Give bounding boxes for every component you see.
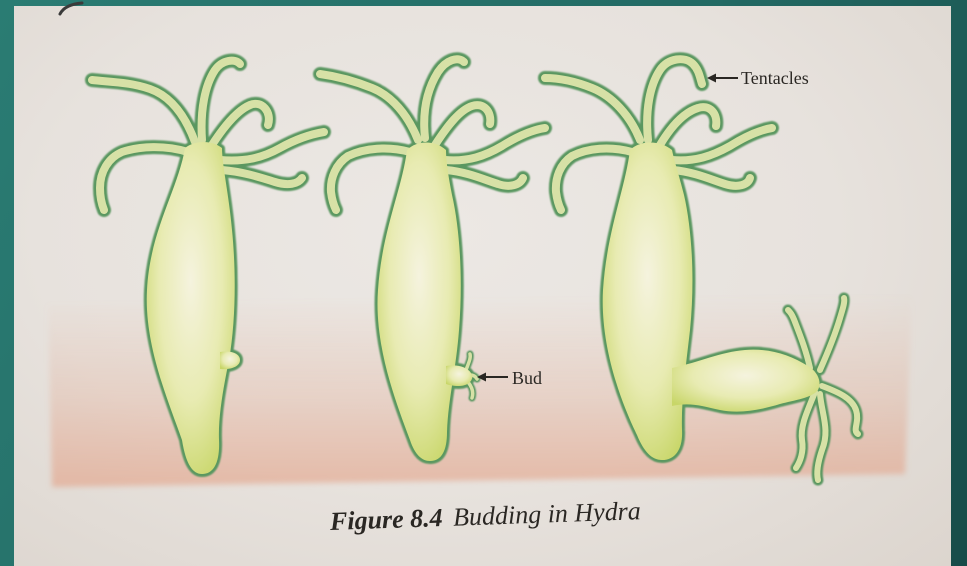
page-mark	[60, 3, 82, 14]
bud-label: Bud	[512, 368, 542, 388]
tentacle	[92, 80, 195, 142]
tentacle	[545, 78, 640, 140]
tentacles-label: Tentacles	[741, 68, 809, 88]
figure-title: Budding in Hydra	[453, 496, 642, 532]
tentacles-callout: Tentacles	[707, 68, 809, 88]
tentacle	[320, 74, 418, 140]
figure-number: Figure 8.4	[329, 503, 443, 536]
